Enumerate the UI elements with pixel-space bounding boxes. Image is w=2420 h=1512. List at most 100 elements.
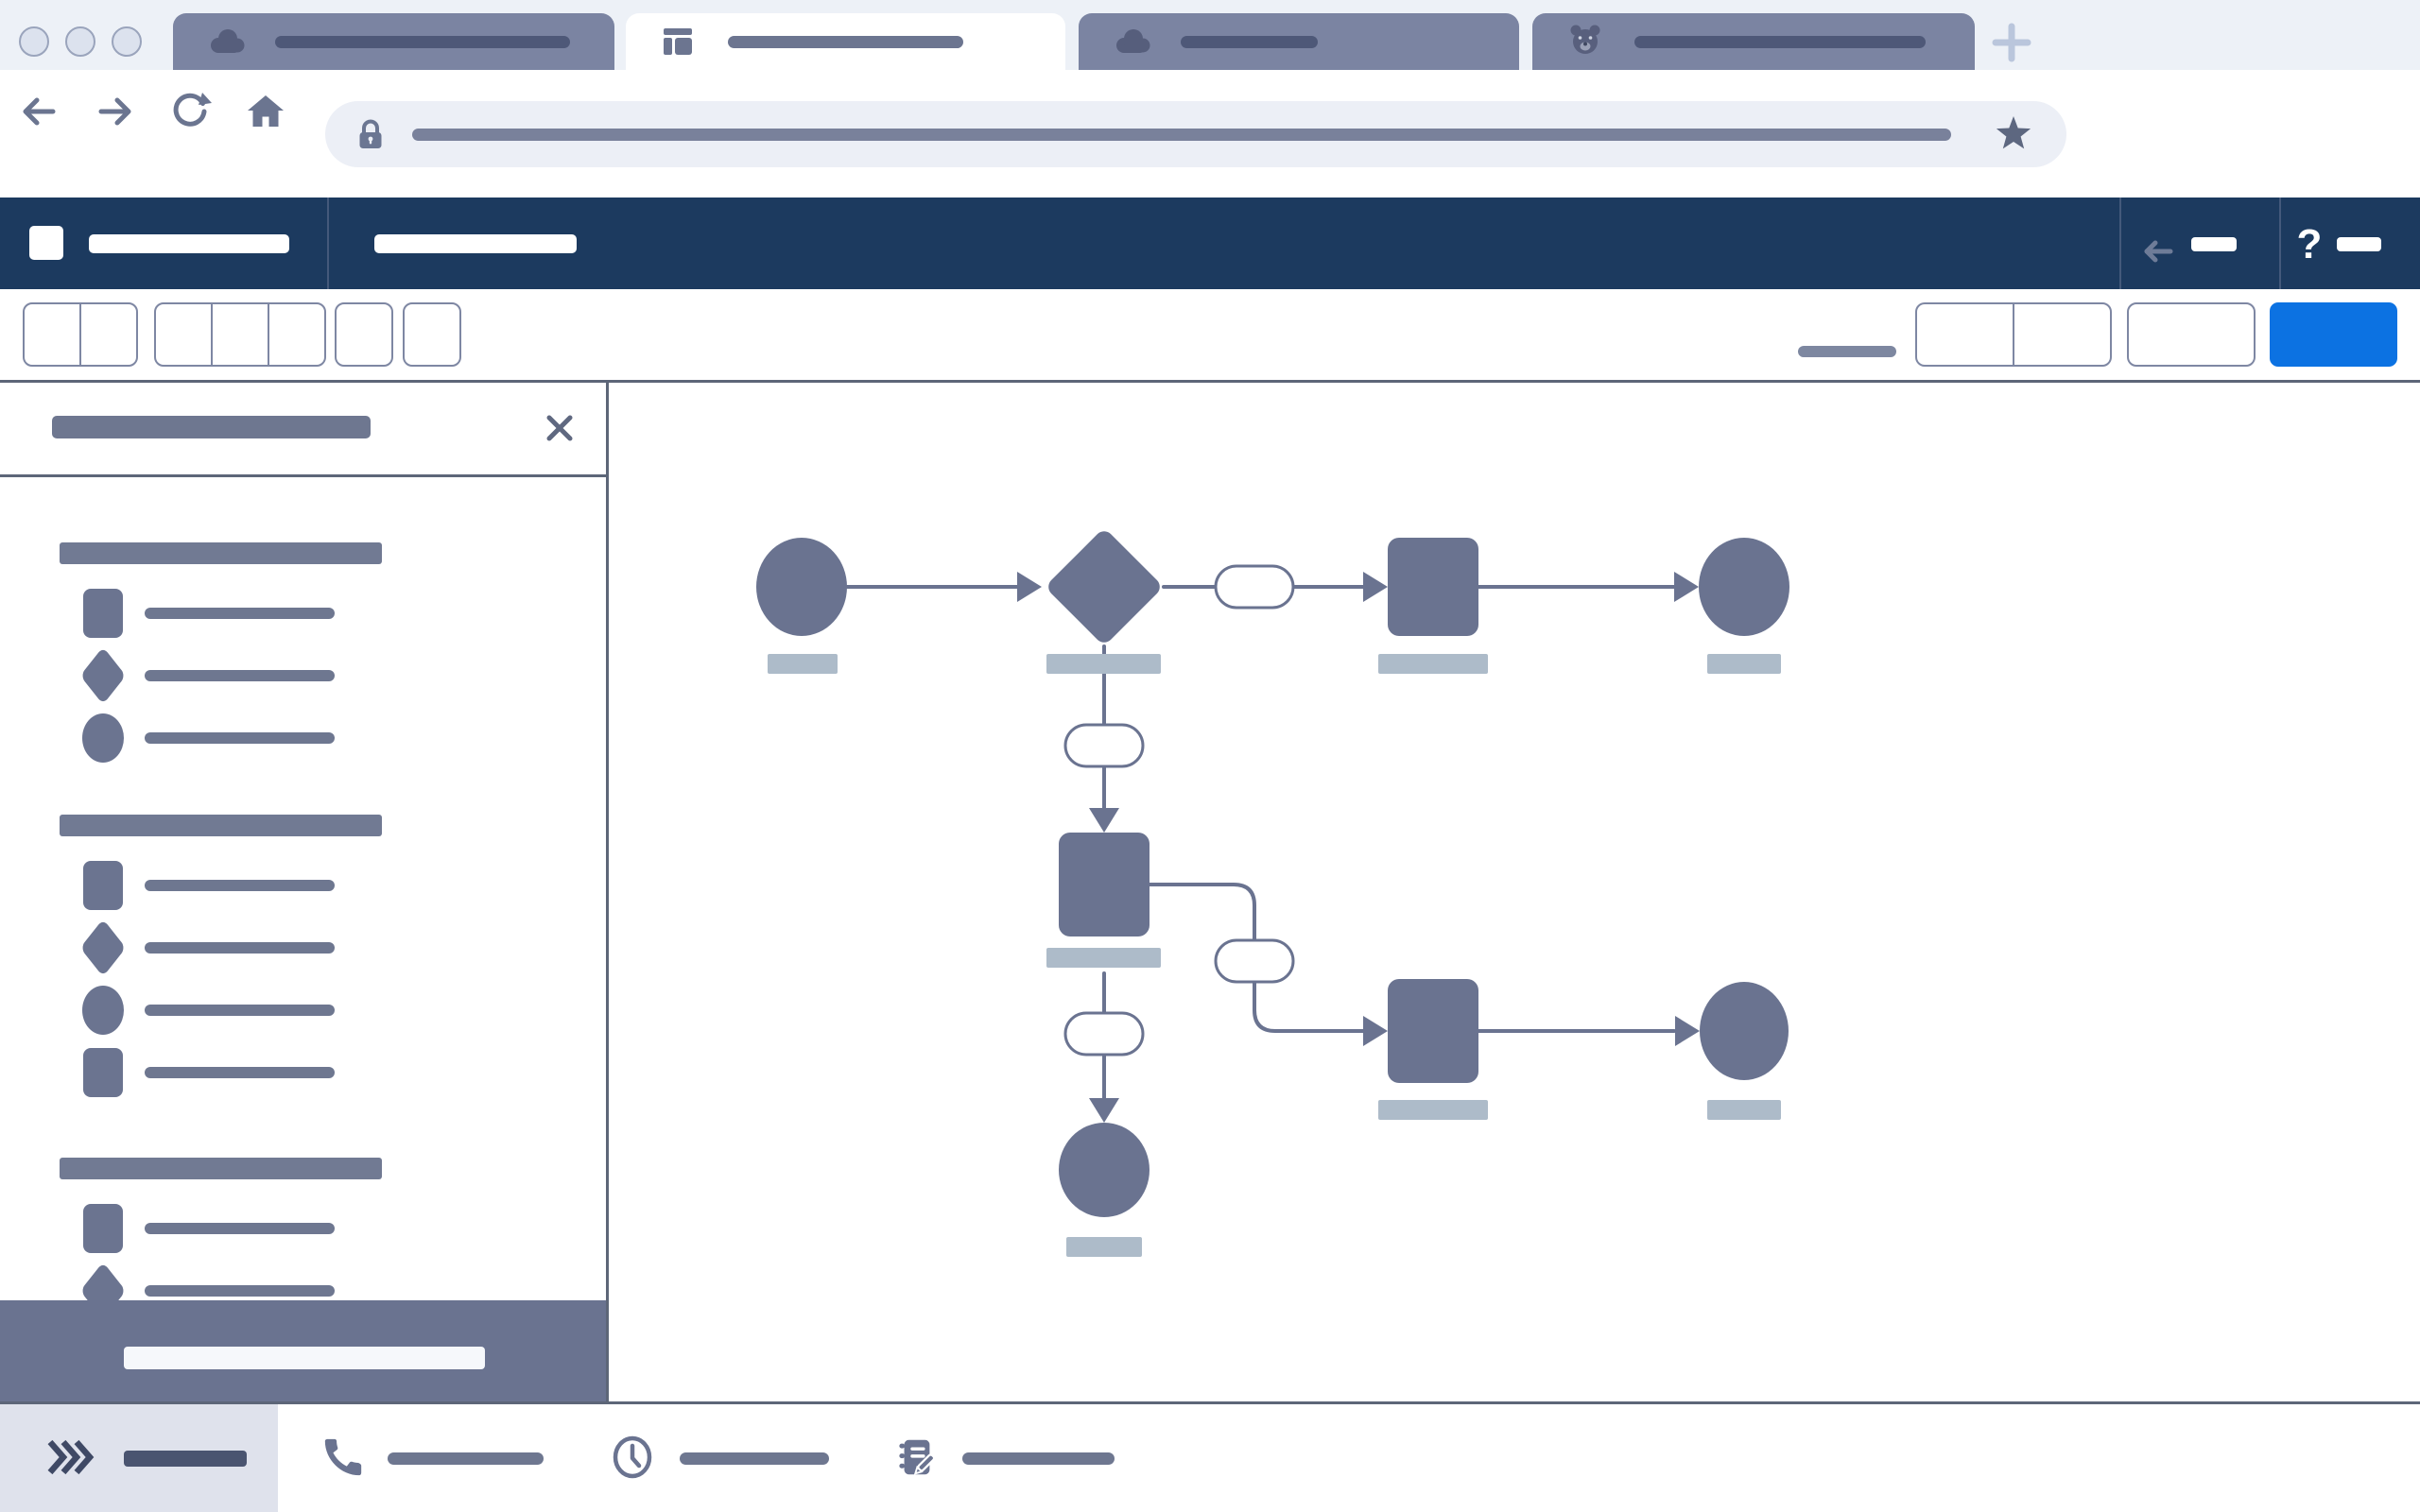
address-bar[interactable] (325, 101, 2066, 167)
toolbar-tool-button[interactable] (23, 302, 81, 367)
square-glyph (83, 589, 123, 638)
flowchart-square-node[interactable] (1388, 538, 1478, 636)
toolbar-tool-button[interactable] (268, 302, 326, 367)
status-bottom-bar (0, 1401, 2420, 1512)
flowchart-connector[interactable] (1253, 980, 1365, 1033)
toolbar-tool-button[interactable] (335, 302, 393, 367)
footer-label-bar (124, 1347, 485, 1369)
palette-item-label-bar (145, 1005, 335, 1016)
flowchart-square-node[interactable] (1388, 979, 1478, 1083)
toolbar-toggle-button[interactable] (1915, 302, 2014, 367)
flowchart[interactable] (609, 383, 2420, 1401)
lock-icon (352, 115, 389, 158)
flowchart-connector[interactable] (1148, 883, 1256, 942)
node-label-bar (1707, 654, 1781, 674)
forward-icon[interactable] (94, 90, 137, 138)
header-divider (2119, 198, 2121, 289)
flowchart-pill-node[interactable] (1063, 723, 1145, 768)
flowchart-circle-node[interactable] (1699, 538, 1789, 636)
palette-item-square[interactable] (60, 854, 532, 917)
palette-item-label-bar (145, 1067, 335, 1078)
node-label-bar (1378, 1100, 1488, 1120)
flowchart-circle-node[interactable] (1059, 1123, 1150, 1217)
flowchart-square-node[interactable] (1059, 833, 1150, 936)
flowchart-circle-node[interactable] (1700, 982, 1789, 1080)
diamond-shape-icon (60, 917, 147, 979)
arrowhead-icon (1363, 572, 1388, 602)
back-icon[interactable] (17, 90, 60, 138)
palette-item-diamond[interactable] (60, 917, 532, 979)
flowchart-pill-node[interactable] (1214, 564, 1295, 610)
home-icon[interactable] (244, 90, 287, 138)
star-icon[interactable] (1994, 114, 2033, 159)
help-button[interactable]: ? (2296, 221, 2323, 267)
palette-item-square[interactable] (60, 1197, 532, 1260)
toolbar-button-group (335, 302, 393, 367)
tab-title-bar (1634, 36, 1926, 48)
minimize-button[interactable] (65, 26, 95, 57)
arrowhead-icon (1675, 1016, 1700, 1046)
phone-icon[interactable] (321, 1435, 365, 1484)
toolbar-button-group (403, 302, 461, 367)
arrow-left-icon[interactable] (2140, 233, 2176, 274)
editor-toolbar (0, 289, 2420, 383)
circle-glyph (82, 986, 124, 1035)
toolbar-tool-button[interactable] (211, 302, 269, 367)
node-label-bar (1378, 654, 1488, 674)
tab-4[interactable] (1532, 13, 1975, 70)
toolbar-tool-button[interactable] (79, 302, 138, 367)
clock-icon[interactable] (611, 1435, 654, 1484)
browser-tab-strip (0, 0, 2420, 70)
palette-item-square[interactable] (60, 1041, 532, 1104)
expand-quickbar-button[interactable] (0, 1404, 278, 1512)
toolbar-tool-button[interactable] (403, 302, 461, 367)
node-label-bar (768, 654, 838, 674)
browser-nav-bar (0, 70, 2420, 198)
diamond-shape-icon (60, 644, 147, 707)
palette-item-label-bar (145, 608, 335, 619)
layout-icon (660, 24, 696, 64)
palette-item-label-bar (145, 670, 335, 681)
node-label-bar (1707, 1100, 1781, 1120)
toolbar-secondary-group (2127, 302, 2256, 367)
tab-1[interactable] (173, 13, 614, 70)
app-logo (29, 226, 63, 260)
palette-item-square[interactable] (60, 582, 532, 644)
palette-item-circle[interactable] (60, 979, 532, 1041)
toolbar-button-group (23, 302, 138, 367)
bear-icon (1566, 22, 1604, 64)
plus-icon[interactable] (1991, 22, 2032, 68)
journal-icon[interactable] (894, 1435, 938, 1484)
palette-item-label-bar (145, 942, 335, 954)
arrowhead-icon (1363, 1016, 1388, 1046)
palette-item-diamond[interactable] (60, 1260, 532, 1322)
palette-item-circle[interactable] (60, 707, 532, 769)
panel-footer-button[interactable] (0, 1300, 606, 1401)
tab-title-bar (275, 36, 570, 48)
node-label-bar (1046, 948, 1161, 968)
palette-item-diamond[interactable] (60, 644, 532, 707)
reload-icon[interactable] (168, 90, 212, 138)
flowchart-circle-node[interactable] (756, 538, 847, 636)
tab-3[interactable] (1079, 13, 1519, 70)
palette-item-label-bar (145, 880, 335, 891)
tab-title-bar (1181, 36, 1318, 48)
toolbar-secondary-button[interactable] (2127, 302, 2256, 367)
toolbar-toggle-button[interactable] (2013, 302, 2112, 367)
close-button[interactable] (19, 26, 49, 57)
circle-glyph (82, 713, 124, 763)
flowchart-diamond-node[interactable] (1045, 527, 1164, 646)
maximize-button[interactable] (112, 26, 142, 57)
square-shape-icon (60, 854, 147, 917)
diagram-canvas[interactable] (609, 383, 2420, 1401)
flowchart-pill-node[interactable] (1063, 1011, 1145, 1057)
primary-action-button[interactable] (2270, 302, 2397, 367)
square-shape-icon (60, 1041, 147, 1104)
flowchart-pill-node[interactable] (1214, 938, 1295, 984)
cloud-icon (207, 26, 249, 61)
toolbar-tool-button[interactable] (154, 302, 213, 367)
tab-2-active[interactable] (626, 13, 1065, 70)
status-item-bar (388, 1452, 544, 1465)
close-icon[interactable] (541, 409, 579, 452)
palette-item-label-bar (145, 1223, 335, 1234)
